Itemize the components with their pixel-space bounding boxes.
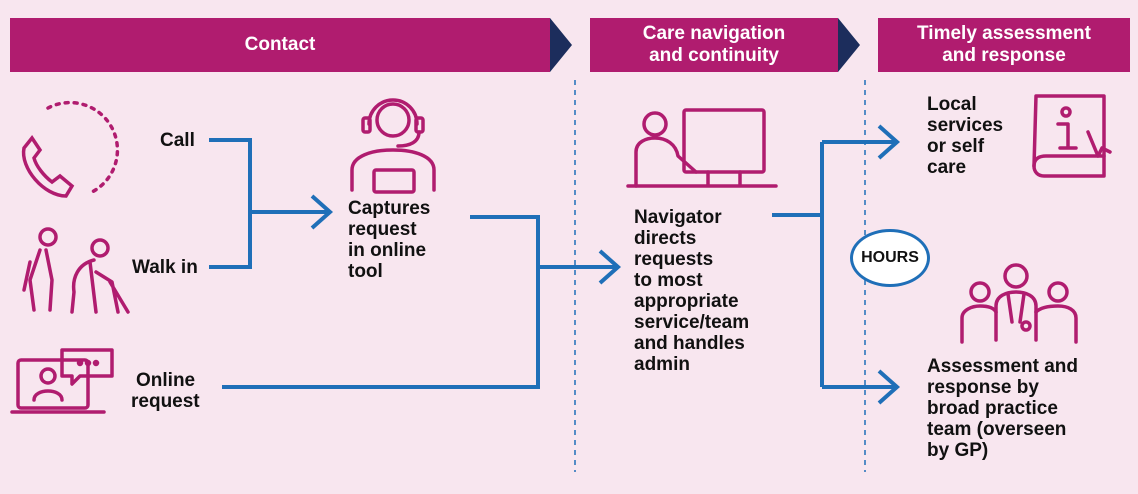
capture-line: Captures [348, 198, 431, 219]
assessment-line: broad practice [927, 398, 1058, 419]
connector-call-walkin [209, 138, 252, 269]
care-team-icon [960, 263, 1078, 344]
phone-clock-icon [21, 100, 120, 198]
information-book-icon [1032, 94, 1112, 178]
navigator-line: admin [634, 354, 690, 375]
label-online-request: Online request [131, 370, 200, 412]
assessment-line: response by [927, 377, 1039, 398]
hours-badge: HOURS [850, 229, 930, 287]
assessment-line: Assessment and [927, 356, 1079, 377]
banner-contact-label: Contact [244, 34, 316, 55]
local-line: services [927, 115, 1004, 136]
capture-line: tool [348, 261, 383, 282]
label-call: Call [160, 130, 195, 151]
banner-timely-assessment: Timely assessment and response [878, 18, 1130, 72]
navigator-line: service/team [634, 312, 750, 333]
headset-agent-icon [350, 98, 436, 194]
local-services-text: Local services or self care [927, 94, 1003, 178]
banner-care-line2: and continuity [649, 45, 779, 66]
capture-line: in online [348, 240, 427, 261]
local-line: care [927, 157, 967, 178]
label-walk-in: Walk in [132, 257, 198, 278]
assessment-text: Assessment and response by broad practic… [927, 356, 1078, 461]
navigator-line: to most [634, 270, 703, 291]
local-line: or self [927, 136, 985, 157]
banner-care-navigation: Care navigation and continuity [590, 18, 860, 72]
banner-timely-line1: Timely assessment [917, 23, 1091, 44]
banner-contact: Contact [10, 18, 572, 72]
online-chat-icon [10, 348, 114, 414]
arrow-head-local [877, 124, 901, 160]
arrow-head-assessment [877, 369, 901, 405]
assessment-line: team (overseen [927, 419, 1067, 440]
banner-care-line1: Care navigation [642, 23, 786, 44]
assessment-line: by GP) [927, 440, 989, 461]
capture-text: Captures request in online tool [348, 198, 430, 282]
label-online-line1: Online [136, 370, 196, 391]
navigator-text: Navigator directs requests to most appro… [634, 207, 749, 375]
arrow-head-capture [310, 194, 334, 230]
hours-label: HOURS [861, 249, 919, 266]
navigator-line: directs [634, 228, 697, 249]
capture-line: request [348, 219, 417, 240]
navigator-line: Navigator [634, 207, 722, 228]
connector-capture-online [222, 215, 540, 389]
local-line: Local [927, 94, 977, 115]
navigator-line: requests [634, 249, 714, 270]
navigator-line: and handles [634, 333, 745, 354]
elderly-walkers-icon [22, 227, 130, 314]
navigator-line: appropriate [634, 291, 739, 312]
banner-timely-line2: and response [942, 45, 1066, 66]
arrow-head-navigator [598, 249, 622, 285]
label-online-line2: request [131, 391, 200, 412]
navigator-desk-icon [626, 108, 778, 188]
